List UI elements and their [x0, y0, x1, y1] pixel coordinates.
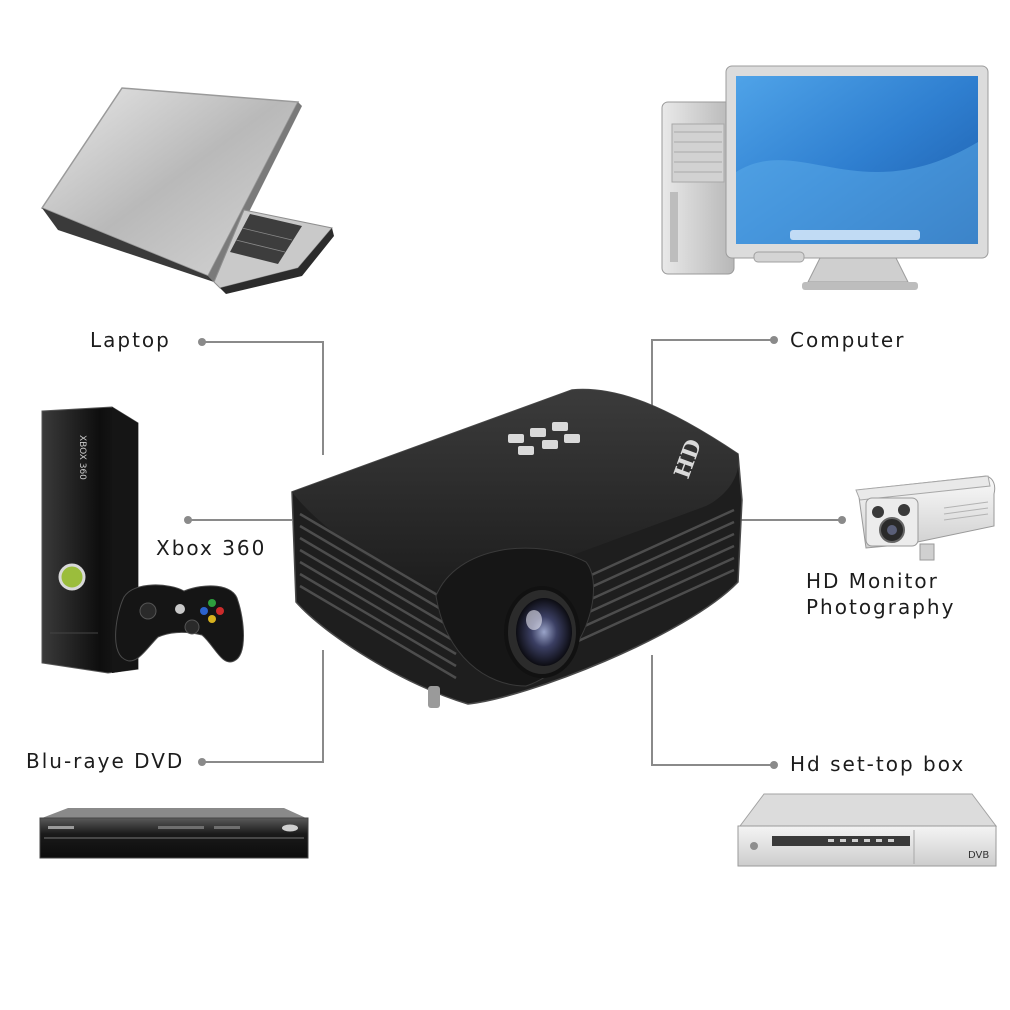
settop-dvb-badge: DVB [968, 850, 989, 861]
bluray-dvd-image [39, 808, 309, 859]
label-laptop: Laptop [90, 328, 171, 352]
label-bluray-dvd: Blu-raye DVD [26, 749, 185, 773]
xbox360-image: XBOX 360 [41, 406, 244, 674]
hd-camera-image [855, 475, 996, 561]
computer-image [661, 65, 989, 290]
projector-image: HD [291, 388, 743, 708]
laptop-connector-dot [198, 338, 206, 346]
label-xbox360: Xbox 360 [156, 536, 267, 560]
label-hd-monitor: HD Monitor [806, 569, 939, 593]
dvd-connector-dot [198, 758, 206, 766]
dvd-connector [202, 650, 324, 763]
computer-connector-dot [770, 336, 778, 344]
xbox-connector-dot [184, 516, 192, 524]
settop-connector-dot [770, 761, 778, 769]
settop-box-image: DVB [737, 793, 997, 867]
label-computer: Computer [790, 328, 906, 352]
laptop-connector [202, 341, 324, 455]
camera-connector-dot [838, 516, 846, 524]
settop-connector [651, 655, 774, 766]
label-settop-box: Hd set-top box [790, 752, 966, 776]
xbox-side-text: XBOX 360 [77, 435, 87, 480]
laptop-image [40, 87, 334, 294]
label-photography: Photography [806, 595, 956, 619]
